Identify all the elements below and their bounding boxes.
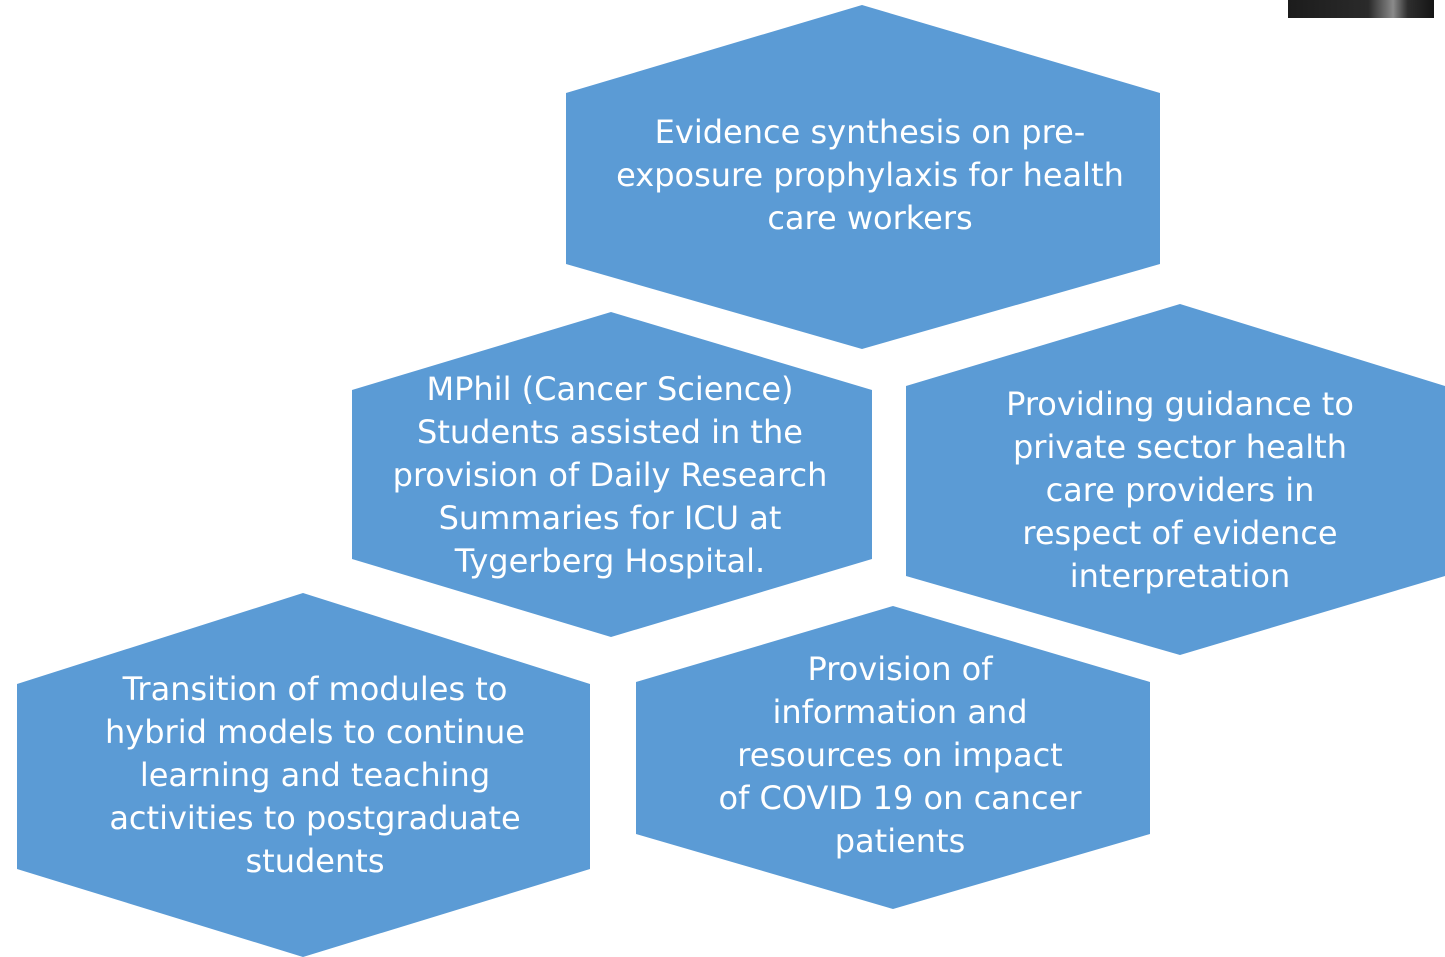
- hexagon-shape-4: [17, 593, 590, 957]
- hexagon-shape-1: [566, 5, 1160, 349]
- hexagon-2-label: MPhil (Cancer Science) Students assisted…: [392, 369, 828, 580]
- photo-thumbnail: [1288, 0, 1434, 18]
- hexagon-3-label: Providing guidance to private sector hea…: [1006, 384, 1354, 595]
- hexagon-shape-2: [352, 312, 872, 637]
- hexagon-1-label: Evidence synthesis on pre- exposure prop…: [616, 112, 1124, 237]
- hexagon-shape-5: [636, 606, 1150, 909]
- hexagon-shape-3: [906, 304, 1445, 655]
- hexagon-5-label: Provision of information and resources o…: [718, 649, 1082, 860]
- hexagon-4-label: Transition of modules to hybrid models t…: [105, 669, 525, 880]
